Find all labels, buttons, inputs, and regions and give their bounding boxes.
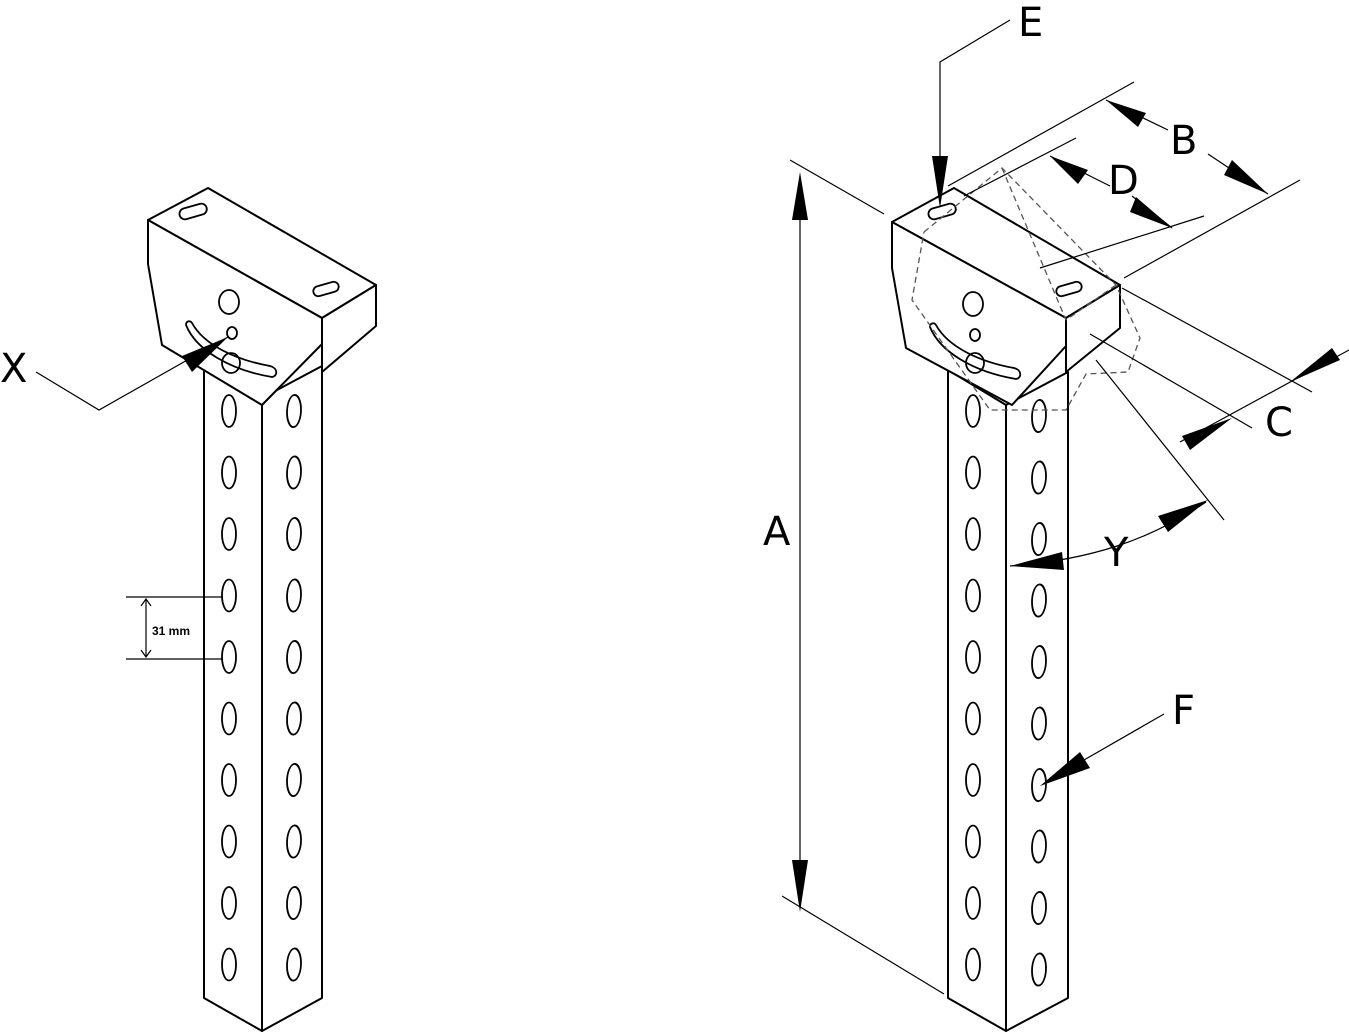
post-slot	[286, 886, 302, 920]
post-slot	[286, 394, 302, 428]
dimension-a: A	[763, 159, 945, 995]
post-slot	[221, 394, 237, 428]
post-slot	[965, 455, 981, 490]
left-post-side-slots	[286, 394, 302, 982]
post-slot	[965, 640, 981, 674]
post-slot	[221, 578, 237, 613]
right-post-front-face	[947, 369, 1007, 1032]
label-e: E	[1018, 0, 1043, 46]
left-post-front-slots	[221, 394, 237, 982]
post-slot	[221, 886, 237, 920]
post-slot	[1031, 583, 1047, 618]
dimension-b: B	[947, 81, 1301, 279]
left-bracket	[147, 187, 377, 1032]
f-callout: F	[1040, 688, 1195, 786]
f-arrowhead	[1040, 752, 1090, 786]
label-y: Y	[1103, 530, 1129, 576]
x-callout: X	[0, 336, 229, 411]
dimension-c: C	[1089, 287, 1349, 450]
label-a: A	[763, 509, 791, 555]
post-slot	[286, 947, 302, 982]
post-slot	[286, 763, 302, 797]
rotated-head-outline	[911, 167, 1141, 411]
post-slot	[1031, 891, 1047, 925]
right-post-side-face	[1005, 371, 1069, 1032]
post-slot	[221, 824, 237, 859]
post-slot	[1031, 522, 1047, 556]
post-slot	[965, 763, 981, 797]
label-d: D	[1108, 158, 1139, 204]
e-callout: E	[932, 0, 1043, 208]
post-slot	[286, 701, 302, 736]
post-slot	[286, 824, 302, 859]
post-slot	[221, 455, 237, 490]
left-post-front-face	[203, 361, 263, 1032]
post-slot	[286, 455, 302, 490]
post-slot	[965, 947, 981, 982]
angle-y: Y	[1009, 359, 1225, 576]
post-slot	[221, 763, 237, 797]
post-slot	[965, 701, 981, 736]
right-post-side-slots	[1031, 399, 1047, 987]
post-slot	[221, 947, 237, 982]
post-slot	[1031, 399, 1047, 433]
post-slot	[286, 517, 302, 551]
label-c: C	[1265, 400, 1293, 446]
post-slot	[1031, 952, 1047, 987]
label-b: B	[1170, 118, 1197, 164]
spacing-dimension: 31 mm	[126, 596, 222, 660]
left-post-side-face	[261, 365, 323, 1032]
post-slot	[965, 394, 981, 428]
dimension-d: D	[963, 137, 1205, 269]
post-slot	[965, 824, 981, 859]
post-slot	[1031, 645, 1047, 679]
post-slot	[221, 517, 237, 551]
post-slot	[1031, 460, 1047, 495]
label-x: X	[0, 346, 27, 392]
label-spacing: 31 mm	[152, 624, 190, 638]
e-arrowhead	[932, 156, 948, 208]
right-post-front-slots	[965, 394, 981, 982]
post-slot	[1031, 829, 1047, 864]
post-slot	[965, 886, 981, 920]
post-slot	[221, 640, 237, 674]
post-slot	[965, 517, 981, 551]
post-slot	[286, 640, 302, 674]
post-slot	[965, 578, 981, 613]
x-arrowhead	[182, 337, 228, 372]
label-f: F	[1172, 688, 1195, 734]
right-bracket	[891, 167, 1141, 1032]
post-slot	[286, 578, 302, 613]
post-slot	[221, 701, 237, 736]
post-slot	[1031, 706, 1047, 741]
